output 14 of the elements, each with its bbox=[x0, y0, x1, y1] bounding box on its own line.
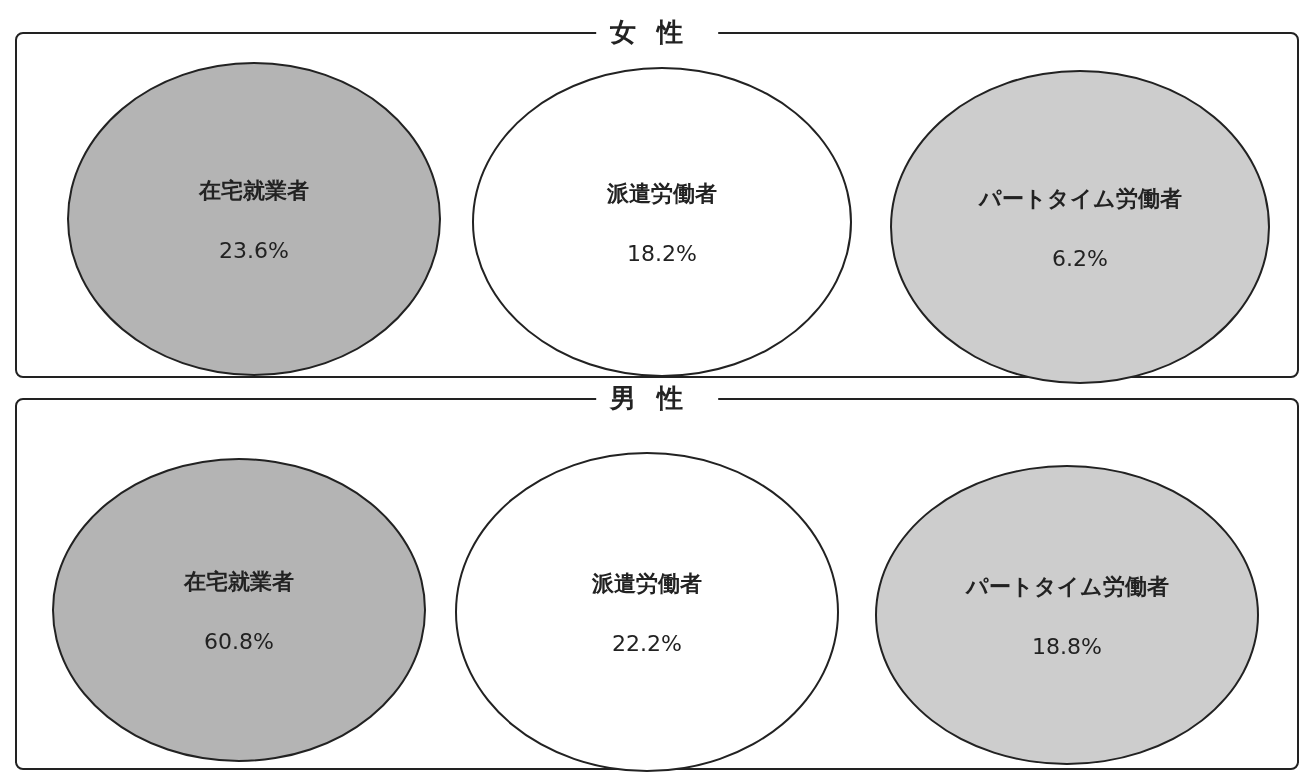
category-label: パートタイム労働者 bbox=[978, 184, 1182, 213]
category-label: 派遣労働者 bbox=[607, 179, 717, 208]
percentage-value: 6.2% bbox=[1052, 245, 1108, 271]
percentage-value: 18.8% bbox=[1032, 633, 1102, 659]
percentage-value: 60.8% bbox=[204, 628, 274, 654]
category-label: 派遣労働者 bbox=[592, 569, 702, 598]
percentage-value: 22.2% bbox=[612, 630, 682, 656]
panel-heading: 男性 bbox=[596, 383, 718, 413]
percentage-value: 23.6% bbox=[219, 237, 289, 263]
category-label: 在宅就業者 bbox=[199, 176, 309, 205]
category-label: パートタイム労働者 bbox=[965, 572, 1169, 601]
percentage-value: 18.2% bbox=[627, 240, 697, 266]
category-label: 在宅就業者 bbox=[184, 567, 294, 596]
panel-heading: 女性 bbox=[596, 17, 718, 47]
